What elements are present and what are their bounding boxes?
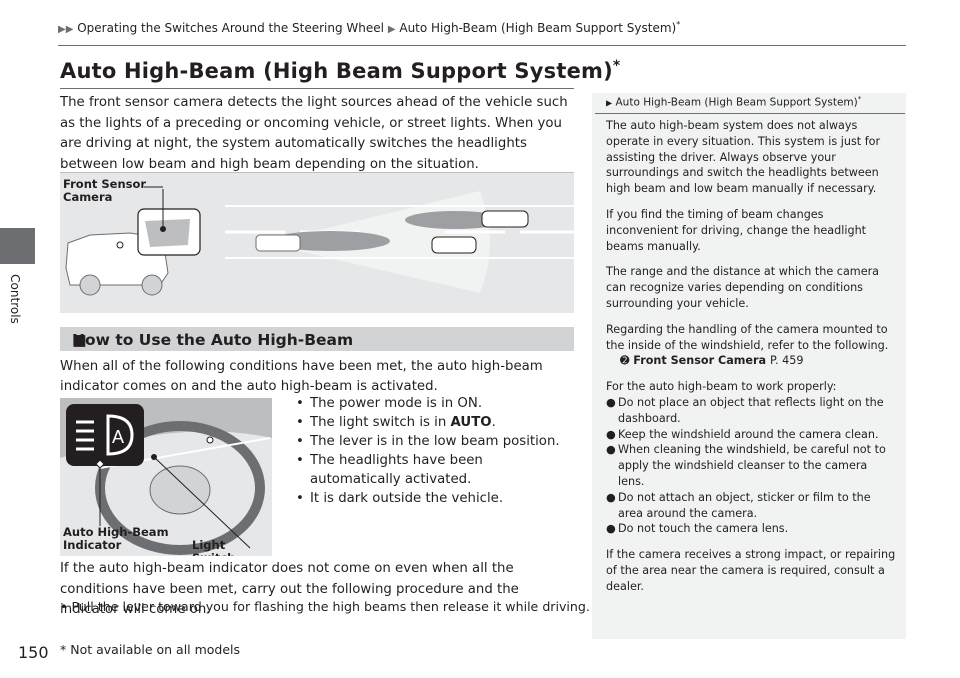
list-item: •The headlights have been automatically … xyxy=(296,453,483,487)
chapter-tab-label: Controls xyxy=(5,272,25,330)
front-sensor-camera-label: Front Sensor Camera xyxy=(63,177,147,204)
camera-detection-figure: Front Sensor Camera xyxy=(60,172,574,313)
road-scene-illustration xyxy=(65,186,574,296)
breadcrumb-current[interactable]: Auto High-Beam (High Beam Support System… xyxy=(399,21,677,35)
sidebar-heading-icon: ▶ xyxy=(606,98,613,108)
sidebar-paragraph: The auto high-beam system does not alway… xyxy=(606,119,881,196)
list-item: •The power mode is in ON. xyxy=(296,396,483,411)
breadcrumb: ▶▶ Operating the Switches Around the Ste… xyxy=(58,20,680,35)
troubleshoot-step: • Pull the lever toward you for flashing… xyxy=(60,599,590,614)
steering-wheel-figure: A Auto High-Beam Indicator Light Switch xyxy=(60,398,272,556)
list-item: ●When cleaning the windshield, be carefu… xyxy=(606,443,886,488)
indicator-glyph: A xyxy=(112,427,124,447)
steering-wheel-hub xyxy=(149,465,211,515)
sidebar-paragraph: Regarding the handling of the camera mou… xyxy=(606,322,889,352)
list-item: ●Do not place an object that reflects li… xyxy=(606,395,884,425)
section-bullet-icon: ■ xyxy=(72,331,87,349)
title-rule xyxy=(60,88,574,89)
auto-high-beam-indicator-label: Auto High-Beam Indicator xyxy=(63,525,169,552)
leader-line xyxy=(153,456,251,549)
breadcrumb-arrow-icon: ▶ xyxy=(387,24,396,35)
page-number: 150 xyxy=(18,643,49,662)
preceding-vehicle-icon xyxy=(431,236,477,254)
list-item: ●Keep the windshield around the camera c… xyxy=(606,427,879,441)
chapter-tab-text: Controls xyxy=(8,274,22,324)
header-rule xyxy=(58,45,906,46)
sidebar-paragraph: If the camera receives a strong impact, … xyxy=(606,548,896,593)
intro-paragraph: The front sensor camera detects the ligh… xyxy=(60,95,568,172)
conditions-list: •The power mode is in ON. •The light swi… xyxy=(294,394,574,508)
breadcrumb-parent[interactable]: Operating the Switches Around the Steeri… xyxy=(77,21,384,35)
conditions-intro: When all of the following conditions hav… xyxy=(60,359,543,394)
sidebar-body: The auto high-beam system does not alway… xyxy=(606,118,896,605)
own-vehicle-icon xyxy=(255,234,301,252)
steering-wheel-illustration: A xyxy=(60,398,272,555)
indicator-pointer-icon xyxy=(95,459,105,469)
page-title: Auto High-Beam (High Beam Support System… xyxy=(60,58,620,83)
page-title-marker: * xyxy=(612,58,621,74)
breadcrumb-marker: * xyxy=(676,20,681,29)
indicator-position-marker xyxy=(206,436,214,444)
reference-arrow-icon: ➋ xyxy=(620,354,630,368)
oncoming-vehicle-icon xyxy=(481,210,529,228)
list-item: ●Do not touch the camera lens. xyxy=(606,522,789,536)
sidebar-paragraph: The range and the distance at which the … xyxy=(606,265,880,310)
cross-reference-link[interactable]: ➋ Front Sensor Camera P. 459 xyxy=(620,354,804,368)
footnote: * Not available on all models xyxy=(60,642,241,657)
notes-sidebar xyxy=(592,93,906,639)
chapter-tab-marker xyxy=(0,228,35,264)
sidebar-heading-rule xyxy=(595,113,905,114)
camera-position-marker xyxy=(116,241,124,249)
list-item: •The lever is in the low beam position. xyxy=(296,434,560,449)
list-item: ●Do not attach an object, sticker or fil… xyxy=(606,490,871,520)
list-item: •The light switch is in AUTO. xyxy=(296,415,496,430)
section-heading-text: How to Use the Auto High-Beam xyxy=(72,331,354,349)
sidebar-heading: ▶ Auto High-Beam (High Beam Support Syst… xyxy=(606,95,862,109)
oncoming-headlight-beam xyxy=(405,211,505,229)
auto-high-beam-indicator-icon xyxy=(76,414,134,456)
sidebar-paragraph: If you find the timing of beam changes i… xyxy=(606,207,867,253)
page-title-text: Auto High-Beam (High Beam Support System… xyxy=(60,59,613,83)
windshield-detail xyxy=(145,219,190,247)
light-switch-label: Light Switch xyxy=(192,538,235,557)
section-heading: ■ How to Use the Auto High-Beam xyxy=(60,327,574,351)
list-item: •It is dark outside the vehicle. xyxy=(296,491,504,506)
breadcrumb-arrow-icon: ▶▶ xyxy=(58,24,74,35)
troubleshoot-paragraph: If the auto high-beam indicator does not… xyxy=(60,561,519,617)
sidebar-paragraph: For the auto high-beam to work properly: xyxy=(606,380,837,394)
